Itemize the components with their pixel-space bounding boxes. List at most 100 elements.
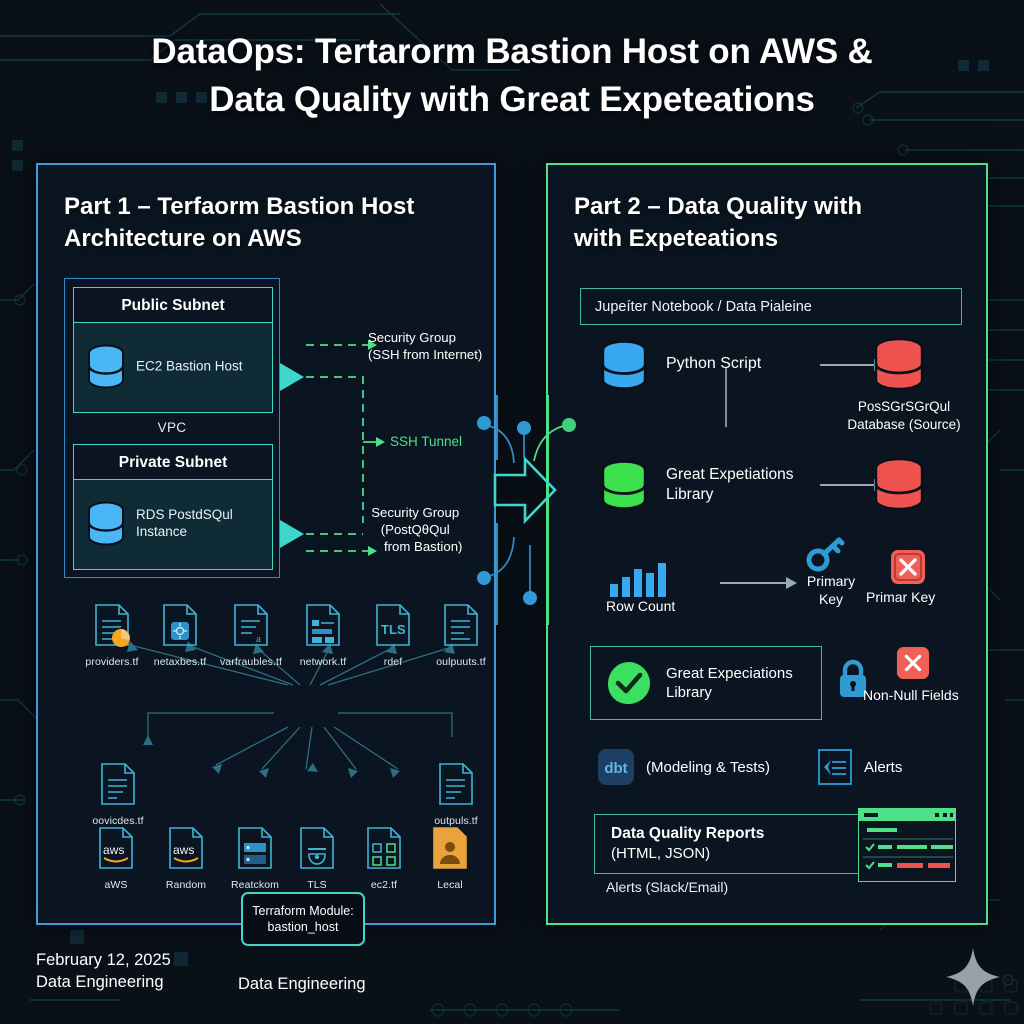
- notebook-pipeline-box[interactable]: Jupeíter Notebook / Data Pialeine: [580, 288, 962, 325]
- ge-lib-line1: Great Expetiations: [666, 466, 794, 483]
- database-cylinder-red-icon: [874, 337, 924, 391]
- public-subnet-box: Public Subnet EC2 Bastion Host: [73, 287, 273, 413]
- svg-text:aws: aws: [173, 843, 194, 857]
- footer-category-secondary: Data Engineering: [238, 975, 366, 993]
- terraform-module-box: Terraform Module: bastion_host: [241, 892, 365, 946]
- annotation-ssh-tunnel: SSH Tunnel: [390, 434, 463, 449]
- source-db-line1: PosSGrSGrQul: [857, 399, 951, 414]
- primary-key-line1: Primary: [806, 573, 856, 589]
- bar-chart-icon: [610, 563, 666, 597]
- file-icon-netaxbes-tf[interactable]: netaxbes.tf: [144, 602, 216, 668]
- database-cylinder-red-icon: [874, 457, 924, 511]
- file-user-icon: [433, 827, 467, 869]
- file-label: oovicdes.tf: [92, 815, 144, 827]
- vpc-label: VPC: [157, 420, 187, 435]
- file-icon-aws[interactable]: aws aWS: [80, 825, 152, 891]
- file-lines-icon: [101, 763, 135, 805]
- file-lines-icon: [95, 604, 130, 647]
- panel-part2-heading-line1: Part 2 – Data Quality with: [574, 193, 863, 220]
- file-icon-ec2-tf[interactable]: ec2.tf: [348, 825, 420, 891]
- alerts-icon: [818, 749, 852, 785]
- dbt-row[interactable]: dbt (Modeling & Tests): [598, 749, 770, 785]
- footer-meta: February 12, 2025 Data Engineering: [36, 950, 171, 994]
- primary-key-line2: Key: [818, 590, 844, 607]
- source-db-icon-wrap: [872, 337, 926, 398]
- file-shield-icon: [300, 827, 334, 869]
- panel-part2: Part 2 – Data Quality with with Expeteat…: [546, 163, 988, 925]
- sparkle-icon: [946, 948, 1000, 1006]
- file-icon-providers-tf[interactable]: providers.tf: [76, 602, 148, 668]
- file-network-icon: [306, 604, 340, 646]
- file-label: rdef: [383, 656, 403, 668]
- connector-nub-private: [280, 520, 304, 548]
- footer-date: February 12, 2025: [36, 951, 171, 969]
- great-expectations-label: Great Expetiations Library: [666, 465, 794, 505]
- svg-text:a: a: [256, 633, 261, 645]
- red-x-icon: [896, 646, 930, 680]
- file-server-icon: [238, 827, 272, 869]
- ge-box-line1: Great Expeciations: [666, 664, 793, 682]
- file-icon-oovicdes-tf[interactable]: oovicdes.tf: [80, 761, 156, 827]
- notebook-pipeline-label: Jupeíter Notebook / Data Pialeine: [595, 298, 812, 315]
- dqr-line2: (HTML, JSON): [611, 845, 711, 862]
- file-variables-icon: a: [234, 604, 268, 646]
- file-icon-tls[interactable]: TLS: [282, 825, 352, 891]
- aws-provider-icon: aws: [169, 827, 203, 869]
- alerts-row[interactable]: Alerts: [818, 749, 902, 785]
- great-expectations-box[interactable]: Great Expeciations Library: [590, 646, 822, 720]
- svg-text:aws: aws: [103, 843, 124, 857]
- file-label: aWS: [104, 879, 128, 891]
- file-icon-lecal[interactable]: Lecal: [414, 825, 486, 891]
- sg-bastion-line3: from Bastion): [384, 538, 463, 554]
- primar-key-x-icon-wrap: [890, 549, 926, 590]
- ge-lib-line2: Library: [666, 485, 714, 503]
- primar-key-label: Primar Key: [866, 589, 936, 605]
- row-count-chart: [608, 553, 672, 602]
- lock-icon: [840, 659, 866, 697]
- lock-icon-wrap: [836, 659, 870, 704]
- file-icon-reatckom[interactable]: Reatckom: [216, 825, 294, 891]
- non-null-x-icon-wrap: [896, 646, 930, 685]
- database-cylinder-green-icon: [601, 460, 647, 510]
- panel-part2-heading: Part 2 – Data Quality with with Expeteat…: [574, 191, 964, 255]
- row-python-script: [600, 340, 648, 397]
- green-check-icon: [608, 662, 650, 704]
- trace-dot: [477, 416, 491, 430]
- big-arrow-right-icon: [493, 455, 557, 525]
- file-icon-network-tf[interactable]: network.tf: [286, 602, 360, 668]
- terraform-module-line2: bastion_host: [267, 920, 339, 934]
- file-icon-rdef[interactable]: TLS rdef: [358, 602, 428, 668]
- panel-part2-heading-line2: with Expeteations: [574, 224, 779, 252]
- annotation-security-group-bastion: Security Group (PostQθQul from Bastion): [368, 505, 462, 555]
- page-title: DataOps: Tertarorm Bastion Host on AWS &…: [0, 28, 1024, 124]
- file-icon-random[interactable]: aws Random: [148, 825, 224, 891]
- data-quality-reports-box[interactable]: Data Quality Reports (HTML, JSON): [594, 814, 942, 874]
- sg-internet-line1: Security Group: [368, 330, 456, 345]
- source-db-line2: Database (Source): [847, 416, 961, 432]
- module-connector-lines: [127, 641, 455, 778]
- file-icon-oulpuuts-tf[interactable]: oulpuuts.tf: [424, 602, 498, 668]
- svg-text:dbt: dbt: [604, 760, 627, 777]
- panel-part1-heading-line1: Part 1 – Terfaorm Bastion Host: [64, 193, 415, 220]
- non-null-fields-label: Non-Null Fields: [863, 687, 959, 703]
- file-label: Random: [165, 879, 207, 891]
- file-icon-varfraubles-tf[interactable]: a varfraubles.tf: [212, 602, 290, 668]
- alerts-slack-email-label: Alerts (Slack/Email): [606, 879, 729, 895]
- file-icon-outpuls-tf[interactable]: outpuls.tf: [418, 761, 494, 827]
- ge-box-line2: Library: [666, 684, 712, 701]
- file-label: netaxbes.tf: [153, 656, 207, 668]
- primary-key-label: Primary Key: [796, 573, 866, 609]
- page-title-line1: DataOps: Tertarorm Bastion Host on AWS &: [151, 32, 873, 71]
- annotation-security-group-internet: Security Group (SSH from Internet): [368, 330, 482, 364]
- panel-part1: Part 1 – Terfaorm Bastion Host Architect…: [36, 163, 498, 946]
- ge-box-label: Great Expeciations Library: [666, 664, 793, 703]
- key-icon: [806, 537, 845, 572]
- file-lines-icon: [444, 604, 478, 646]
- trace-dot: [477, 571, 491, 585]
- private-subnet-resource-label: RDS PostdSQul Instance: [136, 507, 233, 539]
- file-tls-icon: TLS: [376, 604, 410, 646]
- source-db-label: PosSGrSGrQul Database (Source): [830, 398, 978, 433]
- sg-bastion-line1: Security Group: [371, 505, 460, 520]
- file-nodes-icon: [367, 827, 401, 869]
- target-db-icon-wrap: [872, 457, 926, 518]
